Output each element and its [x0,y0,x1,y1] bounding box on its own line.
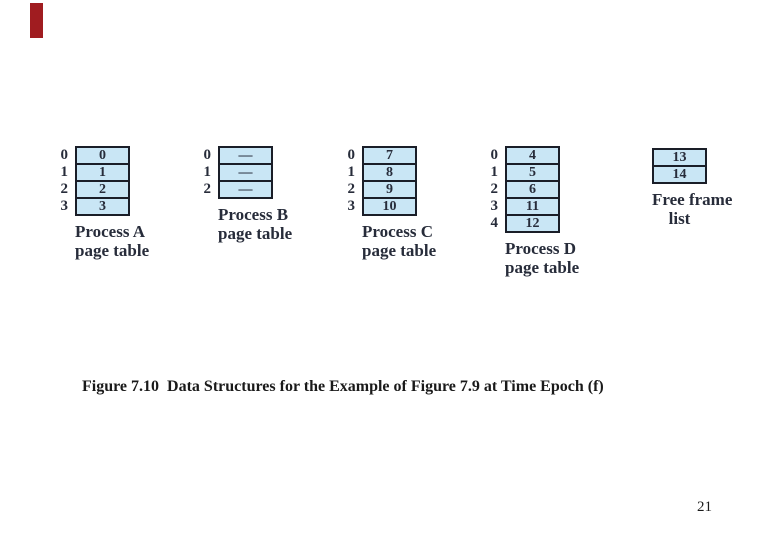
row-index: 2 [60,181,69,197]
label-line1: Process A [75,222,146,241]
page-table-row: 4 12 [486,214,560,233]
frame-cell: 0 [75,146,130,165]
row-index: 4 [490,215,499,231]
row-index: 2 [490,181,499,197]
row-index: 0 [203,147,212,163]
page-number: 21 [697,499,712,515]
row-index: 0 [490,147,499,163]
frame-cell: 3 [75,197,130,216]
row-index: 1 [490,164,499,180]
label-line1: Free frame [652,190,733,209]
process-b-label: Process B page table [218,205,293,243]
slide-accent-bar [30,3,43,38]
row-index: 2 [347,181,356,197]
label-line1: Process B [218,205,289,224]
row-index: 0 [347,147,356,163]
frame-cell: — [218,180,273,199]
process-b-page-table: 0—1—2— Process B page table [199,146,293,243]
figure-caption: Figure 7.10 Data Structures for the Exam… [82,378,604,395]
label-line2: page table [75,241,150,260]
row-index: 3 [60,198,69,214]
frame-cell: 14 [652,165,707,184]
label-line2: list [668,209,691,228]
frame-cell: 10 [362,197,417,216]
row-index: 3 [347,198,356,214]
row-index: 1 [347,164,356,180]
label-line2: page table [362,241,437,260]
process-a-label: Process A page table [75,222,150,260]
label-line1: Process C [362,222,433,241]
label-line1: Process D [505,239,576,258]
process-c-label: Process C page table [362,222,437,260]
row-index: 0 [60,147,69,163]
free-frame-label: Free frame list [652,190,733,228]
label-line2: page table [505,258,580,277]
page-table-row: 14 [652,165,707,184]
process-d-label: Process D page table [505,239,580,277]
row-index: 2 [203,181,212,197]
row-index: 1 [203,164,212,180]
page-table-row: 2— [199,180,273,199]
page-table-row: 3 10 [343,197,417,216]
process-b-rows: 0—1—2— [199,146,273,199]
label-line2: page table [218,224,293,243]
frame-cell: 12 [505,214,560,233]
row-index: 3 [490,198,499,214]
row-index: 1 [60,164,69,180]
